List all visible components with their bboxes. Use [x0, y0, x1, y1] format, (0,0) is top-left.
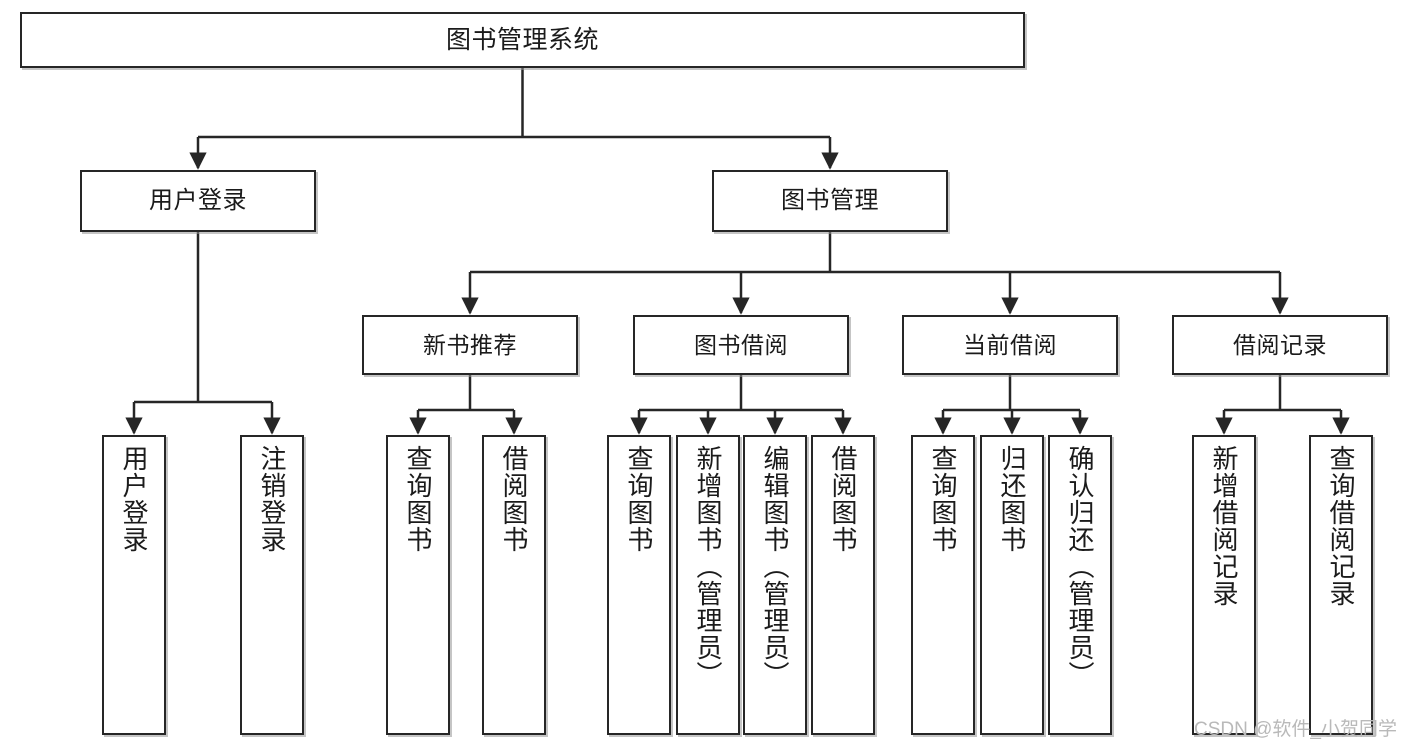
node-user-login-label: 用户登录 [149, 187, 247, 215]
node-leaf-query-book-1-label: 查询图书 [403, 445, 434, 553]
node-current-borrow-label: 当前借阅 [963, 331, 1057, 358]
node-leaf-edit-book[interactable]: 编辑图书（管理员） [743, 435, 807, 735]
node-root[interactable]: 图书管理系统 [20, 12, 1025, 68]
node-leaf-borrow-book-1-label: 借阅图书 [499, 445, 530, 553]
node-leaf-edit-book-label: 编辑图书（管理员） [760, 445, 791, 688]
node-leaf-user-login-label: 用户登录 [119, 445, 150, 553]
csdn-watermark: CSDN @软件_小贺同学 [1194, 719, 1397, 740]
node-leaf-borrow-book-1[interactable]: 借阅图书 [482, 435, 546, 735]
node-leaf-query-book-3[interactable]: 查询图书 [911, 435, 975, 735]
node-leaf-borrow-book-2-label: 借阅图书 [828, 445, 859, 553]
node-leaf-query-book-2[interactable]: 查询图书 [607, 435, 671, 735]
node-root-label: 图书管理系统 [445, 25, 599, 54]
node-leaf-logout-login[interactable]: 注销登录 [240, 435, 304, 735]
node-leaf-confirm-return[interactable]: 确认归还（管理员） [1048, 435, 1112, 735]
node-book-manage-label: 图书管理 [781, 187, 879, 215]
node-new-book-recommend-label: 新书推荐 [423, 331, 517, 358]
node-borrow-record-label: 借阅记录 [1233, 331, 1327, 358]
node-book-borrow-label: 图书借阅 [694, 331, 788, 358]
node-user-login[interactable]: 用户登录 [80, 170, 316, 232]
node-book-manage[interactable]: 图书管理 [712, 170, 948, 232]
node-borrow-record[interactable]: 借阅记录 [1172, 315, 1388, 375]
node-leaf-return-book-label: 归还图书 [997, 445, 1028, 553]
node-leaf-borrow-book-2[interactable]: 借阅图书 [811, 435, 875, 735]
node-leaf-logout-login-label: 注销登录 [257, 445, 288, 553]
node-leaf-user-login[interactable]: 用户登录 [102, 435, 166, 735]
node-book-borrow[interactable]: 图书借阅 [633, 315, 849, 375]
node-leaf-query-borrow-rec[interactable]: 查询借阅记录 [1309, 435, 1373, 735]
node-leaf-query-book-3-label: 查询图书 [928, 445, 959, 553]
node-leaf-query-borrow-rec-label: 查询借阅记录 [1326, 445, 1357, 607]
node-leaf-add-borrow-rec[interactable]: 新增借阅记录 [1192, 435, 1256, 735]
node-leaf-query-book-2-label: 查询图书 [624, 445, 655, 553]
node-leaf-query-book-1[interactable]: 查询图书 [386, 435, 450, 735]
node-current-borrow[interactable]: 当前借阅 [902, 315, 1118, 375]
node-leaf-add-book[interactable]: 新增图书（管理员） [676, 435, 740, 735]
node-new-book-recommend[interactable]: 新书推荐 [362, 315, 578, 375]
node-leaf-add-book-label: 新增图书（管理员） [693, 445, 724, 688]
node-leaf-add-borrow-rec-label: 新增借阅记录 [1209, 445, 1240, 607]
node-leaf-return-book[interactable]: 归还图书 [980, 435, 1044, 735]
node-leaf-confirm-return-label: 确认归还（管理员） [1065, 445, 1096, 688]
